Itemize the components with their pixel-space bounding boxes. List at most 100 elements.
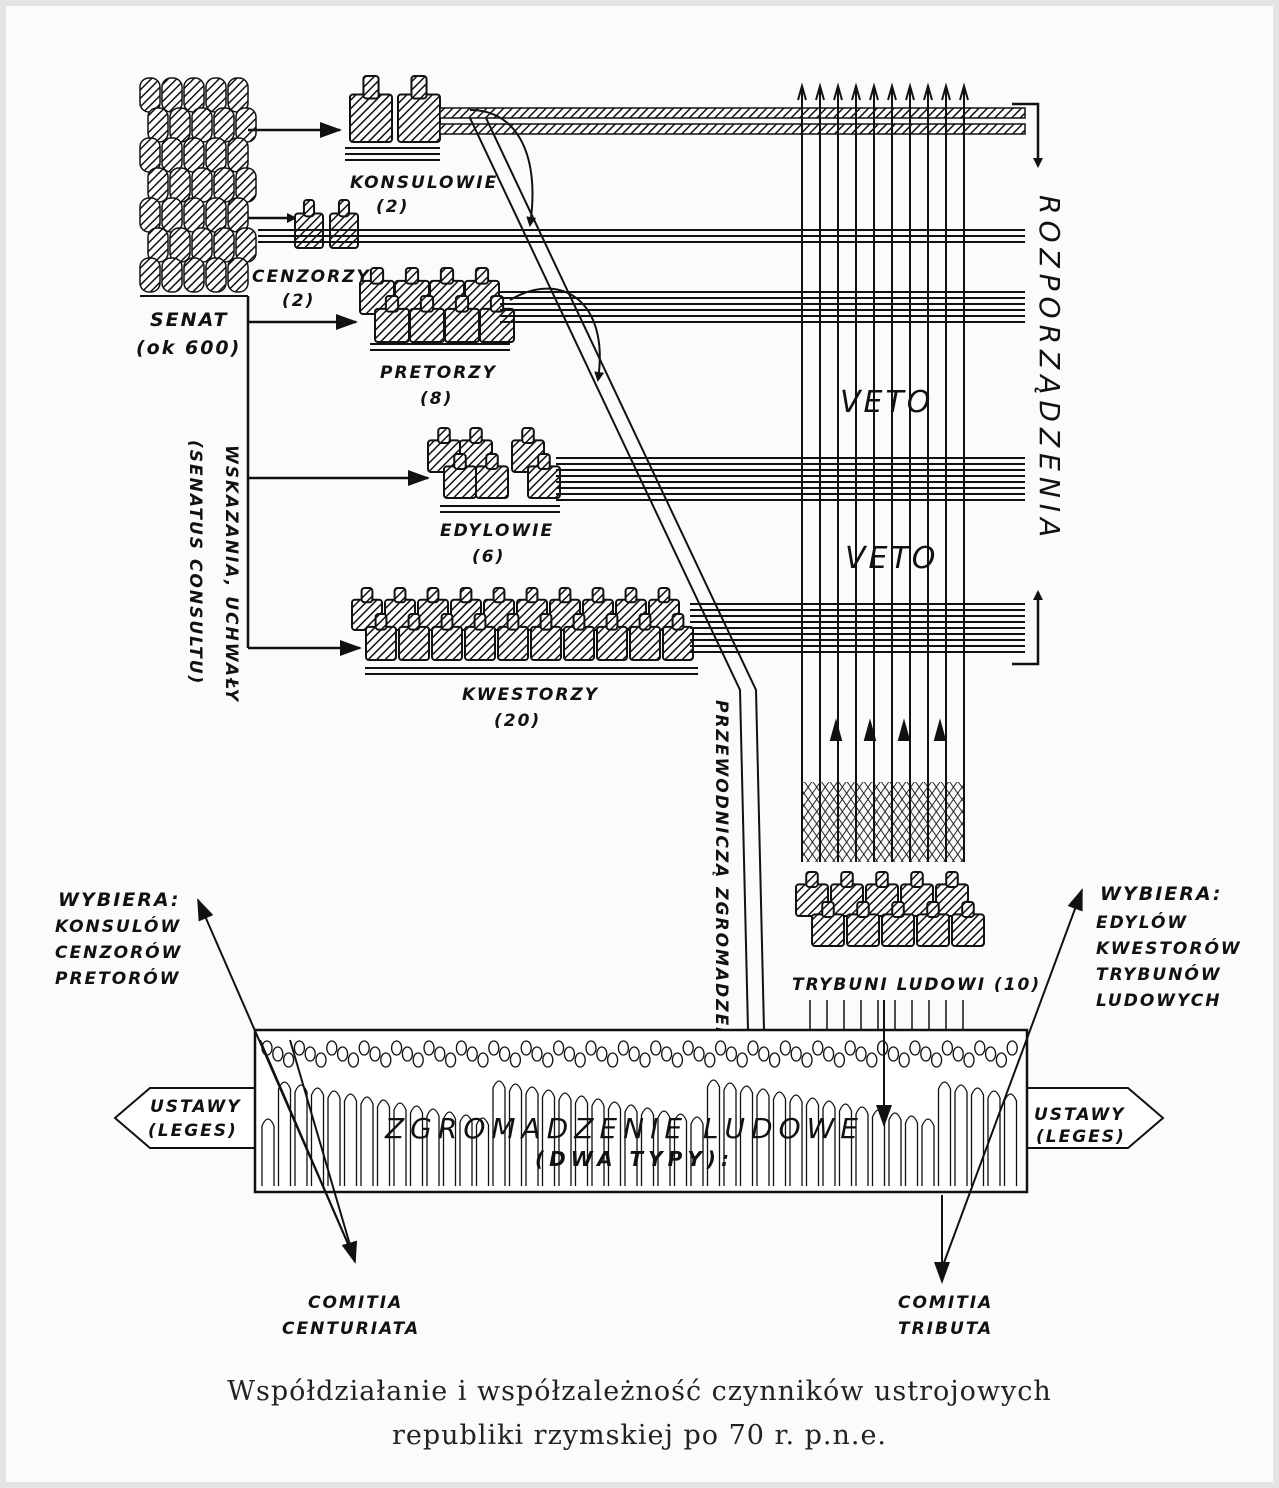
senator-figure [140,78,160,112]
konsulowie-figures [350,76,440,142]
assembly-subtitle: (DWA TYPY): [535,1147,734,1171]
konsulowie-count: (2) [376,197,409,217]
pretorzy-underlines [370,344,510,350]
senator-figure [162,138,182,172]
ustawy-right-line1: USTAWY [1034,1105,1126,1125]
senator-figure [170,108,190,142]
assembly-title: ZGROMADZENIE LUDOWE [384,1112,864,1145]
magistrate-figure [330,200,358,248]
kwestorzy-figures [352,588,693,660]
comitia-tributa-line1: COMITIA [898,1293,993,1313]
left-elects-item-1: KONSULÓW [55,915,181,937]
comitia-centuriata-line1: COMITIA [308,1293,403,1313]
edylowie-figures [428,428,560,498]
veto-label-1: VETO [840,385,933,420]
konsulowie-name: KONSULOWIE [350,173,498,193]
edylowie-name: EDYLOWIE [440,521,554,541]
senator-figure [184,198,204,232]
right-elects-item-1: EDYLÓW [1096,911,1188,933]
right-elects-item-4: LUDOWYCH [1096,991,1221,1011]
senator-figure [192,108,212,142]
senator-figure [192,168,212,202]
konsul-hatched-band [440,108,1025,134]
ustawy-left-line2: (LEGES) [148,1121,238,1141]
senate-link-line2: (SENATUS CONSULTU) [185,440,205,685]
senator-figure [192,228,212,262]
left-elects-title: WYBIERA: [58,889,181,911]
senate-count: (ok 600) [136,337,241,359]
ustawy-right-arrow: USTAWY (LEGES) [1025,1088,1163,1148]
senator-figure [162,78,182,112]
senator-figure [148,228,168,262]
ustawy-right-line2: (LEGES) [1036,1127,1126,1147]
tribune-to-assembly-lines [810,1000,963,1030]
senator-figure [184,258,204,292]
cenzorzy-name: CENZORZY [252,267,371,287]
kwestorzy-name: KWESTORZY [462,685,599,705]
senator-figure [228,138,248,172]
senate-crowd [140,78,256,292]
rozporzadzenia-label: ROZPORZĄDZENIA [1033,195,1066,543]
przewodnicza-label: PRZEWODNICZĄ ZGROMADZENIU [711,700,731,1068]
tribune-crosshatch [802,782,965,862]
caption-line-2: republiki rzymskiej po 70 r. p.n.e. [0,1420,1279,1451]
edylowie-count: (6) [472,547,505,567]
senator-figure [206,198,226,232]
left-elects-item-2: CENZORÓW [55,941,182,963]
trybuni-name: TRYBUNI LUDOWI (10) [792,975,1041,995]
edylowie-underlines [440,506,560,512]
veto-arrowhead [935,722,945,740]
senator-figure [184,78,204,112]
senator-figure [236,168,256,202]
right-elects-item-2: KWESTORÓW [1096,937,1242,959]
senator-figure [206,258,226,292]
senator-figure [214,228,234,262]
kwestorzy-count: (20) [494,711,541,731]
caption-line-1: Współdziałanie i współzależność czynnikó… [0,1376,1279,1407]
senate-title: SENAT [150,309,228,331]
senator-figure [214,108,234,142]
comitia-tributa-line2: TRIBUTA [898,1319,993,1339]
senator-figure [184,138,204,172]
veto-arrowhead [899,722,909,740]
magistrate-figure [398,76,440,142]
senator-figure [236,108,256,142]
senator-figure [170,228,190,262]
magistrate-figure [295,200,323,248]
veto-label-2: VETO [845,541,938,576]
magistrate-figure [350,76,392,142]
kwestorzy-underlines [365,668,698,674]
senator-figure [140,138,160,172]
konsulowie-underlines [345,148,440,160]
senator-figure [148,168,168,202]
right-elects-title: WYBIERA: [1100,883,1223,905]
comitia-centuriata-line2: CENTURIATA [282,1319,420,1339]
senator-figure [140,258,160,292]
trybuni-figures [796,872,984,946]
senator-figure [228,258,248,292]
senator-figure [228,198,248,232]
senator-figure [162,198,182,232]
senator-figure [162,258,182,292]
cenzorzy-count: (2) [282,291,315,311]
senator-figure [140,198,160,232]
right-elects-item-3: TRYBUNÓW [1096,963,1222,985]
senate-link-line1: WSKAZANIA, UCHWAŁY [221,445,241,703]
senator-figure [236,228,256,262]
ustawy-left-line1: USTAWY [150,1097,242,1117]
senator-figure [206,78,226,112]
senator-figure [170,168,190,202]
senator-figure [148,108,168,142]
tribune-veto-lines [798,86,968,862]
left-elects-item-3: PRETORÓW [55,967,181,989]
pretorzy-figures [360,268,514,342]
cenzorzy-figures [295,200,358,248]
senator-figure [228,78,248,112]
pretorzy-count: (8) [420,389,453,409]
senator-figure [206,138,226,172]
pretorzy-name: PRETORZY [380,363,497,383]
ustawy-left-arrow: USTAWY (LEGES) [115,1088,255,1148]
veto-arrowhead [831,722,841,740]
senator-figure [214,168,234,202]
